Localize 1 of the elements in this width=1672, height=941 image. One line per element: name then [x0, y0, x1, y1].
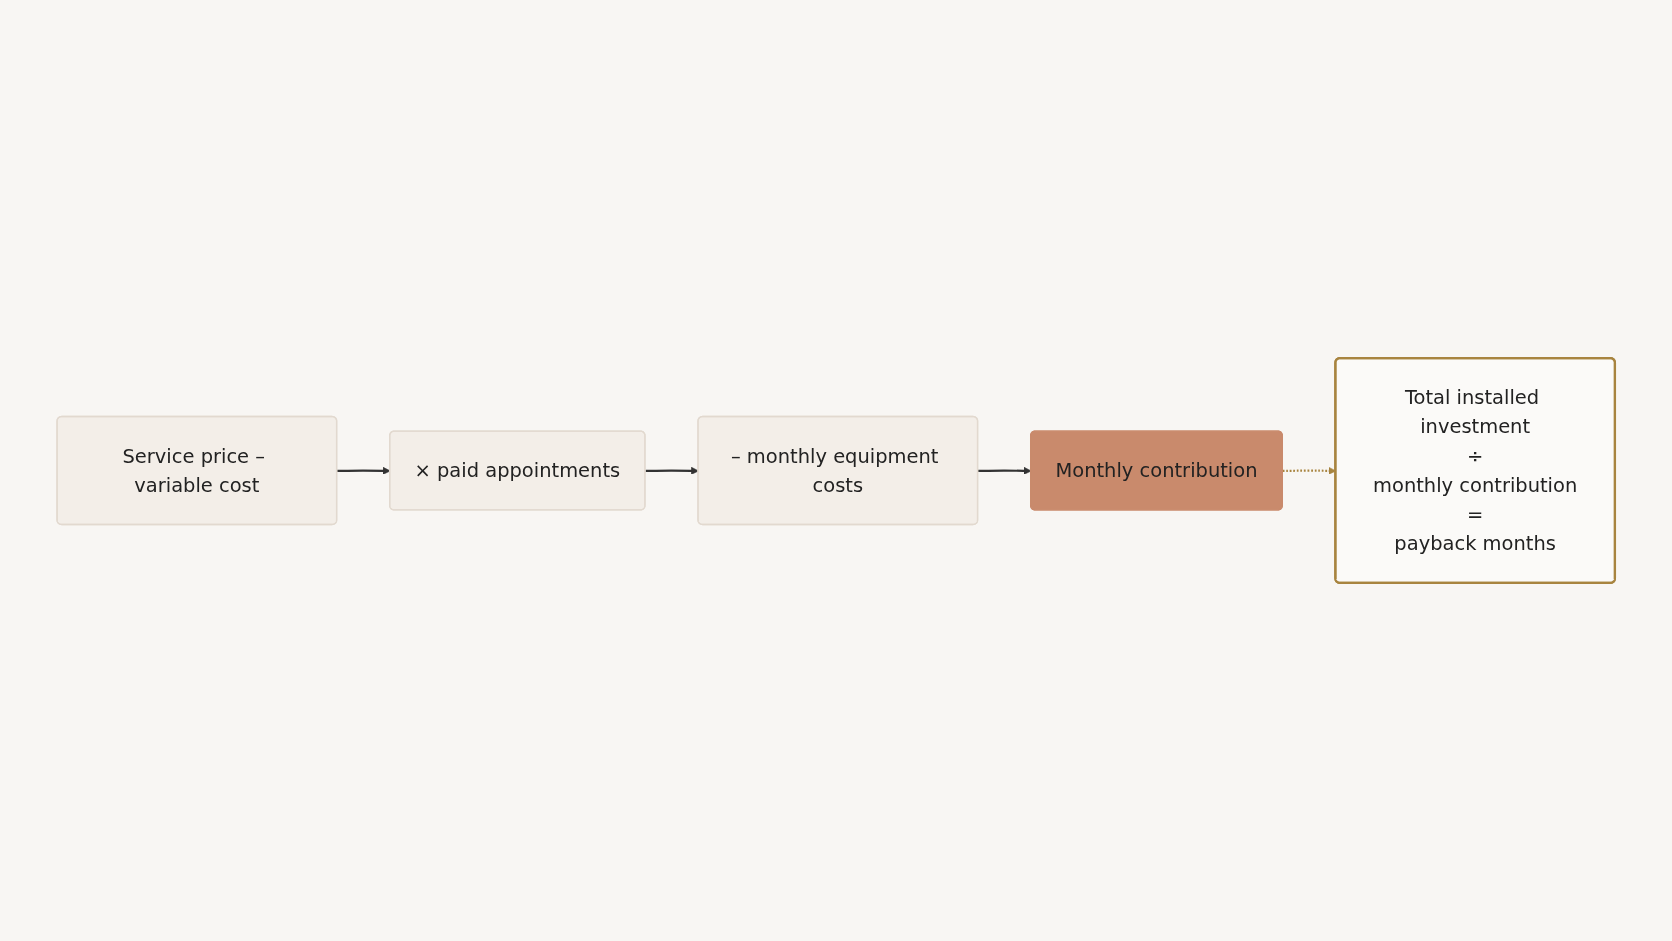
arrow: [645, 466, 699, 475]
